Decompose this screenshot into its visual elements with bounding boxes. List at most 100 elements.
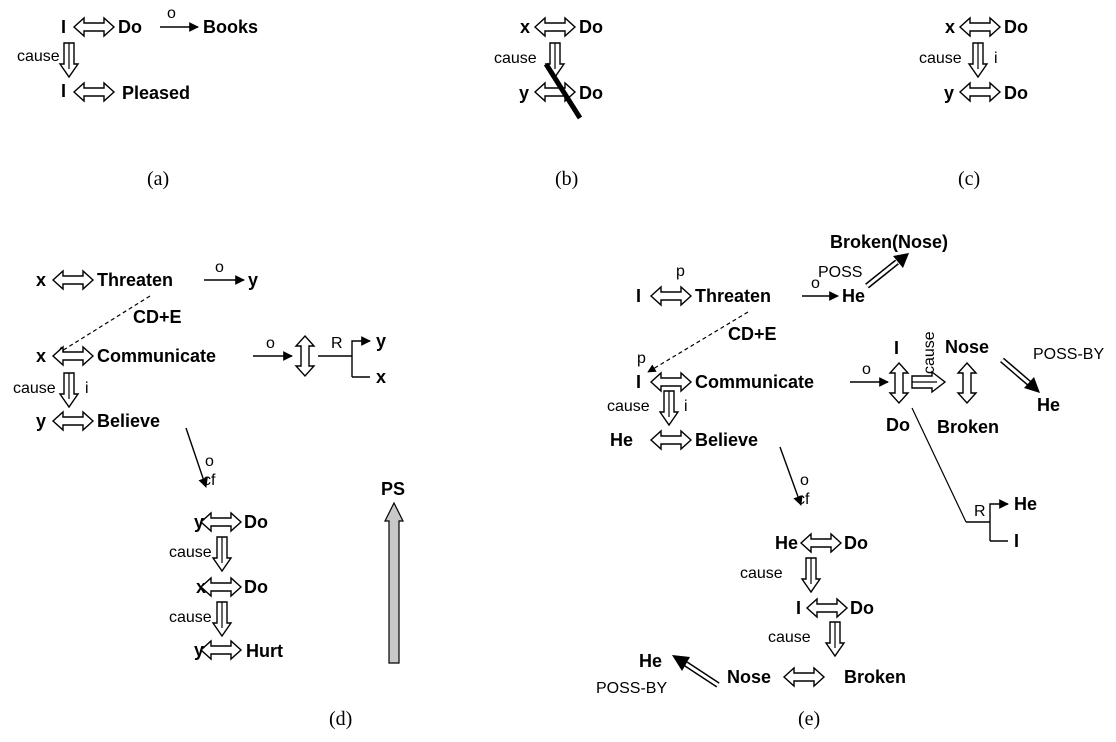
actor-label: x [36,270,46,290]
actor-label-3: y [36,411,46,431]
cause-label: cause [494,50,537,67]
actor-label: I [61,17,66,37]
actor-label-2: y [519,83,529,103]
poss-label: POSS [818,264,862,281]
actor-label-2: x [36,346,46,366]
double-arrow-icon [73,82,115,102]
cause-arrow-icon [59,42,79,78]
action-label-2: Do [1004,83,1028,103]
state-label: Hurt [246,641,283,661]
cause-arrow-icon [659,390,679,426]
action-label-4: Do [244,512,268,532]
negation-slash-icon [543,62,583,120]
action-label: Do [579,17,603,37]
cause-arrow-icon [212,536,232,572]
instrument-marker: i [994,50,998,67]
double-arrow-icon [73,17,115,37]
actor-label-6: y [194,640,204,660]
recipient-to-label: He [1014,494,1037,514]
cause-arrow-icon [801,557,821,593]
object-marker-2: o [266,335,275,352]
state-label: Broken [844,667,906,687]
action-label: Do [1004,17,1028,37]
panel-d: x Threaten o y CD+E x Communicate o R y … [13,259,405,730]
cause-label: cause [13,380,56,397]
object-marker-2: o [862,361,871,378]
recipient-marker: R [974,503,986,520]
cause-label: cause [607,398,650,415]
action-label: Threaten [97,270,173,290]
possessor-label-2: He [639,651,662,671]
recipient-from-label: I [1014,531,1019,551]
object-arrow-icon [779,446,803,506]
instrument-marker: i [85,380,89,397]
object-marker: o [215,259,224,276]
vertical-double-arrow-icon [957,362,977,404]
action-label-2: Communicate [97,346,216,366]
cd-e-dashed-arrow-icon [647,311,749,373]
cd-e-dashed-arrow-icon [56,295,151,355]
actor-label-2: I [61,81,66,101]
actor-label-5: I [796,598,801,618]
actor-label-2: y [944,83,954,103]
double-arrow-icon [52,346,94,366]
double-arrow-icon [650,430,692,450]
double-arrow-icon [806,598,848,618]
actor-label-4: He [775,533,798,553]
action-label-3: Believe [97,411,160,431]
participant-marker: p [676,263,685,280]
object-marker-3: o [205,453,214,470]
cause-label-3: cause [768,629,811,646]
poss-by-arrow-icon [672,655,690,671]
double-arrow-icon [783,667,825,687]
recipient-to-label: y [376,331,386,351]
cause-arrow-icon [212,601,232,637]
panel-b: x Do cause y Do (b) [494,17,603,190]
actor-label: I [636,286,641,306]
recipient-bracket-icon [351,336,371,377]
actor-label: x [945,17,955,37]
cause-label: cause [17,48,60,65]
double-arrow-icon [200,512,242,532]
cause-label-2: cause [740,565,783,582]
possessor-label: He [1037,395,1060,415]
object-label-6: Nose [727,667,771,687]
double-arrow-icon [534,17,576,37]
caption-b: (b) [555,168,578,190]
caption-d: (d) [329,708,352,730]
object-marker: o [811,275,820,292]
instrument-marker: i [684,398,688,415]
actor-label-3: He [610,430,633,450]
actor-label-2: I [636,372,641,392]
caption-a: (a) [147,168,169,190]
cause-arrow-icon [825,621,845,657]
double-arrow-icon [52,411,94,431]
action-label-5: Do [244,577,268,597]
counterfactual-marker: cf [203,472,216,489]
object-marker-3: o [800,472,809,489]
recipient-marker: R [331,335,343,352]
recipient-line [911,407,967,523]
caption-e: (e) [798,708,820,730]
action-label-5: Do [850,598,874,618]
inner-cause-label: cause [921,331,938,374]
recipient-bracket-icon [989,499,1009,541]
cause-arrow-icon [59,372,79,408]
possessed-state-label: Broken(Nose) [830,232,948,252]
object-arrow-icon [185,427,208,488]
double-arrow-icon [200,577,242,597]
action-label-3: Believe [695,430,758,450]
inner-action-label: Do [886,415,910,435]
recipient-from-label: x [376,367,386,387]
panel-e: Broken(Nose) POSS p I Threaten o He CD+E… [596,232,1104,730]
object-marker: o [167,5,176,22]
cd-e-label: CD+E [728,324,777,344]
participant-marker-2: p [637,350,646,367]
vertical-double-arrow-icon [295,335,315,377]
cause-arrow-icon [968,42,988,78]
double-arrow-icon [200,640,242,660]
double-arrow-icon [800,533,842,553]
object-label: y [248,270,258,290]
state-label: Pleased [122,83,190,103]
